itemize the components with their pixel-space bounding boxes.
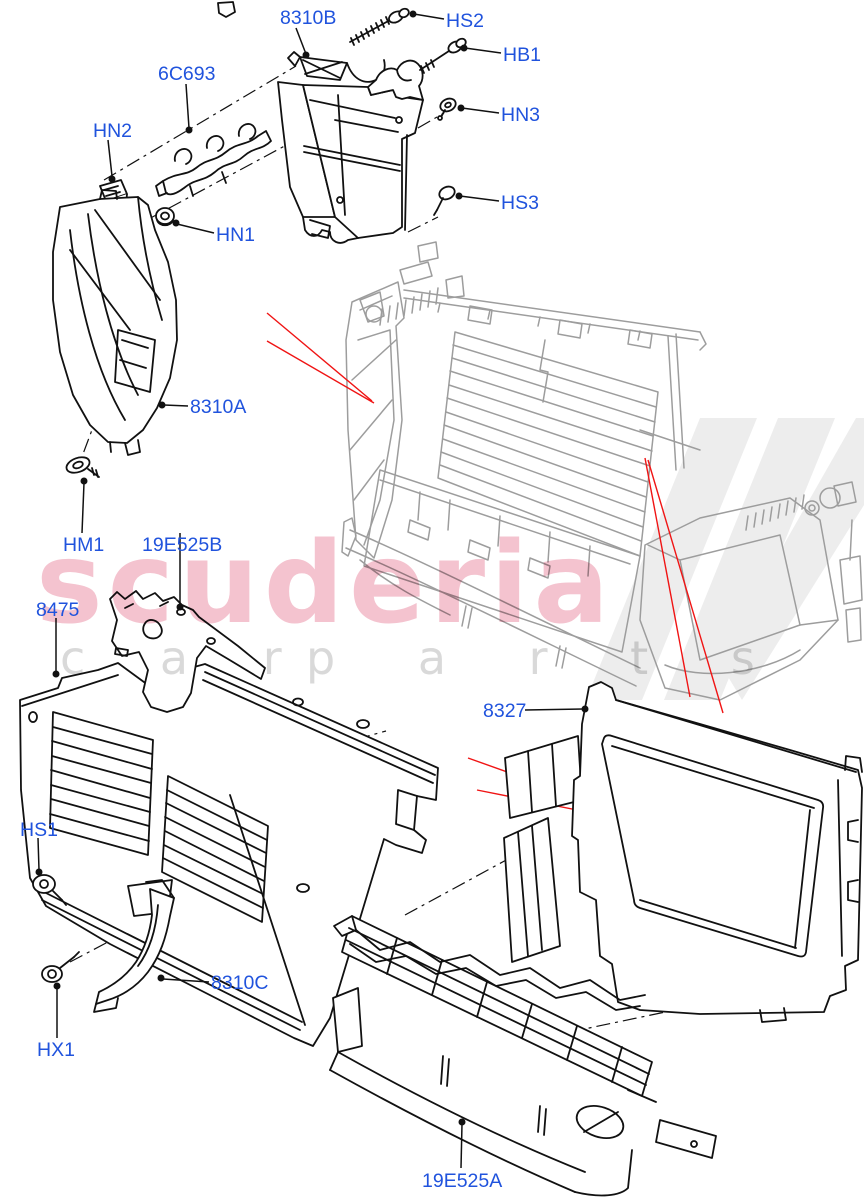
part-hm1-screw-drawing xyxy=(65,456,100,478)
part-hn3-pin-drawing xyxy=(437,97,457,121)
part-hs3-screw-drawing xyxy=(433,185,456,216)
part-label-hb1[interactable]: HB1 xyxy=(503,44,541,66)
assembly-front-end-module-drawing xyxy=(341,241,863,701)
part-top-edge-clip-drawing xyxy=(217,1,236,18)
part-label-8475[interactable]: 8475 xyxy=(36,599,80,621)
part-label-hs1[interactable]: HS1 xyxy=(20,819,58,841)
part-label-8310a[interactable]: 8310A xyxy=(190,396,246,418)
part-8310a-deflector-drawing xyxy=(52,189,178,456)
part-label-hs3[interactable]: HS3 xyxy=(501,192,539,214)
part-labels: 8310B HS2 HB1 6C693 HN3 HN2 HS3 HN1 8310… xyxy=(20,7,541,1192)
part-19e525a-deflector-drawing xyxy=(329,915,717,1197)
part-label-hn3[interactable]: HN3 xyxy=(501,104,540,126)
watermark-tagline-parts: p a r t s xyxy=(306,631,789,685)
watermark: scuderia c a r p a r t s xyxy=(36,519,789,685)
part-label-hs2[interactable]: HS2 xyxy=(446,10,484,32)
part-hs2-bolt-drawing xyxy=(349,7,410,46)
part-6c693-bracket-drawing xyxy=(155,123,272,197)
part-drawings xyxy=(19,1,863,1197)
part-8310b-duct-drawing xyxy=(277,51,424,244)
part-8310c-bracket-drawing xyxy=(93,879,175,1013)
part-label-6c693[interactable]: 6C693 xyxy=(158,63,215,85)
part-19e525b-bracket-drawing xyxy=(109,590,266,713)
part-label-8310c[interactable]: 8310C xyxy=(211,972,268,994)
part-hn1-nut-drawing xyxy=(155,207,175,227)
part-hx1-screw-drawing xyxy=(41,951,80,983)
part-label-hm1[interactable]: HM1 xyxy=(63,534,104,556)
part-label-19e525a[interactable]: 19E525A xyxy=(422,1170,502,1192)
part-label-8310b[interactable]: 8310B xyxy=(280,7,336,29)
part-label-19e525b[interactable]: 19E525B xyxy=(142,534,222,556)
part-label-8327[interactable]: 8327 xyxy=(483,700,526,722)
part-label-hx1[interactable]: HX1 xyxy=(37,1039,75,1061)
leader-lines xyxy=(35,10,589,1169)
part-hs1-screw-drawing xyxy=(32,874,67,906)
part-8327-duct-drawing xyxy=(503,681,863,1023)
watermark-brand-text: scuderia xyxy=(36,519,614,649)
watermark-tagline-car: c a r xyxy=(60,631,312,685)
part-label-hn1[interactable]: HN1 xyxy=(216,224,255,246)
part-label-hn2[interactable]: HN2 xyxy=(93,120,132,142)
part-hb1-bolt-drawing xyxy=(419,37,467,74)
